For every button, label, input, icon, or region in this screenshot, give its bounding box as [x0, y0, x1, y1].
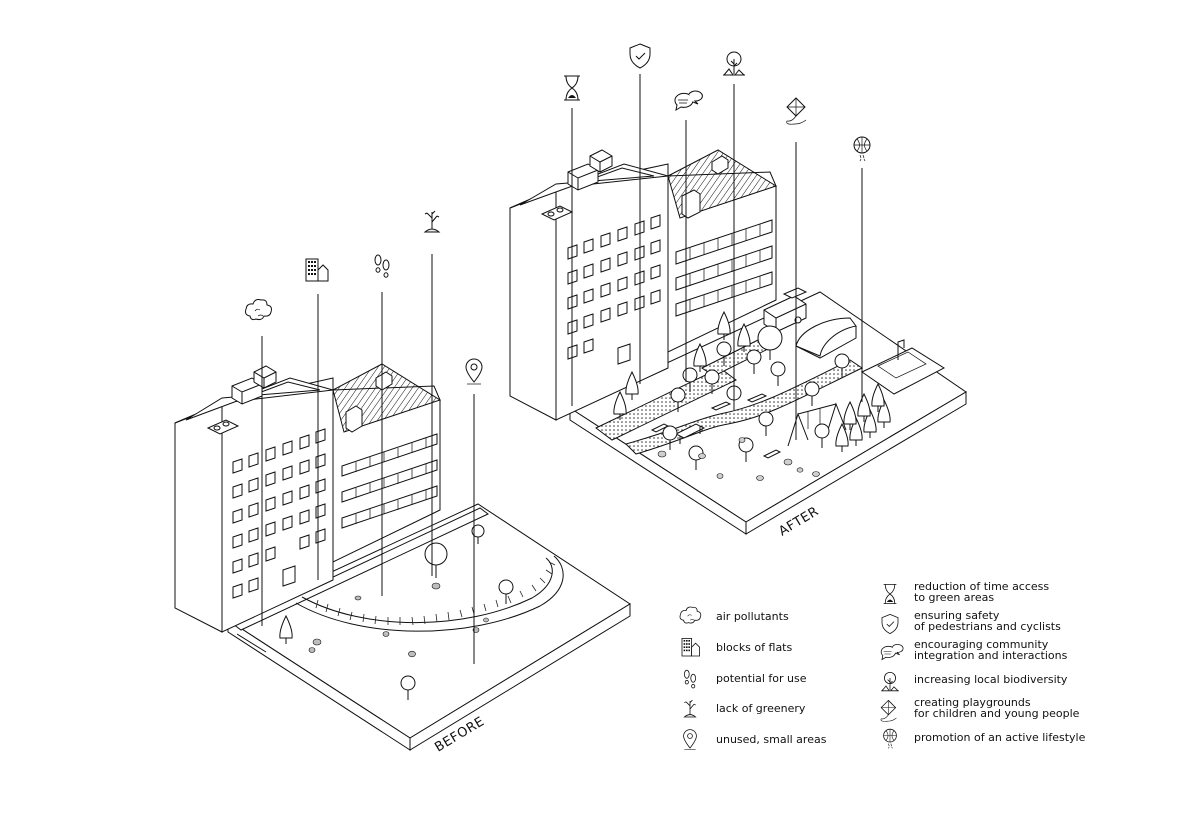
hourglass-icon [883, 584, 897, 604]
svg-text:creating playgrounds: creating playgrounds [914, 696, 1031, 709]
location-pin-icon [465, 358, 483, 385]
legend-item-playgrounds: creating playgrounds for children and yo… [880, 696, 1080, 722]
speech-bubbles-icon [674, 90, 703, 111]
legend-item-potential-for-use: potential for use [684, 669, 807, 689]
legend-after: reduction of time access to green areas … [880, 580, 1086, 749]
svg-text:increasing local biodiversity: increasing local biodiversity [914, 673, 1068, 686]
svg-text:potential for use: potential for use [716, 672, 807, 685]
svg-text:integration and interactions: integration and interactions [914, 649, 1068, 662]
svg-text:blocks of flats: blocks of flats [716, 641, 792, 654]
svg-text:ensuring safety: ensuring safety [914, 609, 1000, 622]
svg-text:of pedestrians and cyclists: of pedestrians and cyclists [914, 620, 1061, 633]
tree-icon [722, 51, 746, 76]
cloud-icon [245, 299, 272, 321]
basketball-icon [853, 136, 871, 162]
kite-icon [880, 700, 897, 722]
svg-text:promotion of an active lifesty: promotion of an active lifestyle [914, 731, 1086, 744]
svg-text:encouraging community: encouraging community [914, 638, 1049, 651]
building-icon [305, 258, 329, 282]
svg-text:air pollutants: air pollutants [716, 610, 789, 623]
svg-text:to green areas: to green areas [914, 591, 994, 604]
hourglass-icon [563, 75, 581, 101]
legend-item-lack-of-greenery: lack of greenery [684, 699, 806, 718]
legend-item-time-access: reduction of time access to green areas [883, 580, 1049, 604]
footprints-icon [374, 254, 390, 278]
building-icon [681, 638, 700, 657]
before-scene: BEFORE [174, 210, 631, 755]
kite-icon [786, 97, 807, 125]
svg-text:lack of greenery: lack of greenery [716, 702, 806, 715]
shield-icon [629, 43, 651, 69]
legend-before: air pollutants blocks of flats potential… [679, 606, 827, 750]
tree-icon [880, 672, 900, 692]
cloud-icon [679, 606, 702, 624]
speech-bubbles-icon [880, 644, 904, 660]
legend-item-biodiversity: increasing local biodiversity [880, 672, 1068, 692]
legend-item-community: encouraging community integration and in… [880, 638, 1068, 662]
legend-item-blocks-of-flats: blocks of flats [681, 638, 792, 657]
dry-plant-icon [424, 210, 440, 233]
footprints-icon [684, 669, 696, 689]
shield-icon [881, 614, 899, 634]
legend-item-active-lifestyle: promotion of an active lifestyle [883, 728, 1086, 749]
legend-item-safety: ensuring safety of pedestrians and cycli… [881, 609, 1061, 634]
legend-item-air-pollutants: air pollutants [679, 606, 789, 624]
svg-text:reduction of time access: reduction of time access [914, 580, 1049, 593]
dry-plant-icon [684, 699, 696, 718]
legend-item-unused-small-areas: unused, small areas [683, 729, 827, 750]
svg-text:for children and young people: for children and young people [914, 707, 1080, 720]
basketball-icon [883, 728, 897, 749]
svg-text:unused, small areas: unused, small areas [716, 733, 827, 746]
location-pin-icon [683, 729, 697, 750]
after-scene: AFTER [509, 43, 967, 539]
